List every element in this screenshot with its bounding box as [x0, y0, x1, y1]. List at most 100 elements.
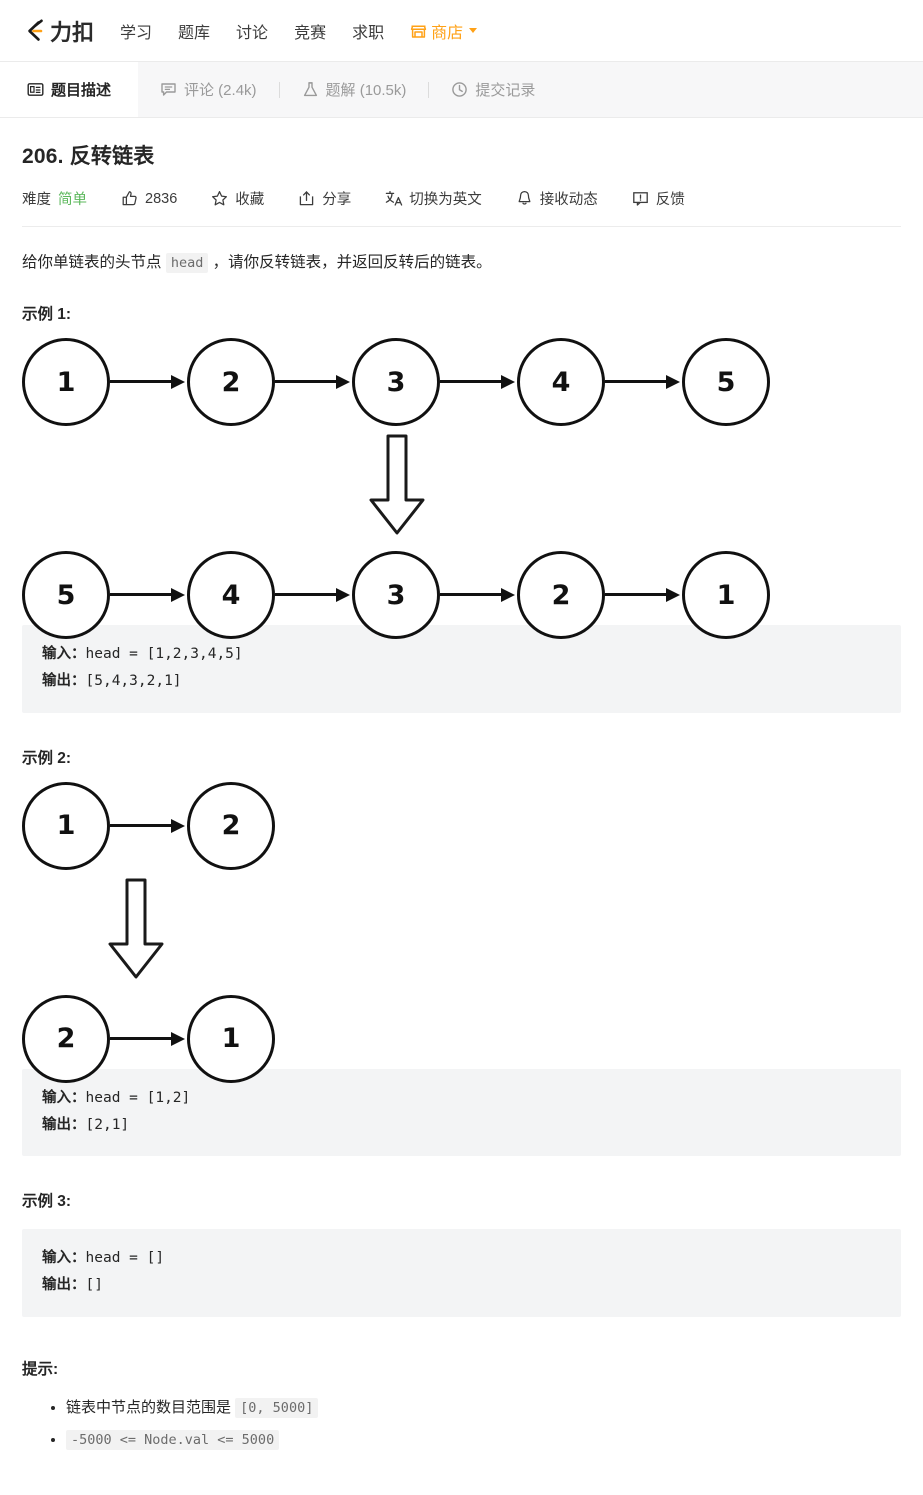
arrow-icon: [440, 588, 517, 603]
output-label: 输出：: [42, 1116, 86, 1133]
list-node: 4: [517, 338, 605, 427]
leetcode-logo-icon: [22, 18, 48, 44]
tab-comments-label: 评论 (2.4k): [184, 82, 257, 99]
input-value: head = [1,2]: [85, 1089, 191, 1106]
hint-code: -5000 <= Node.val <= 5000: [66, 1430, 280, 1450]
arrow-icon: [605, 588, 682, 603]
example-3-code-block: 输入：head = [] 输出：[]: [22, 1229, 901, 1317]
like-button[interactable]: 2836: [121, 190, 177, 207]
nav-items: 学习 题库 讨论 竞赛 求职 商店: [120, 19, 503, 43]
list-node: 2: [517, 551, 605, 640]
problem-description: 给你单链表的头节点 head ，请你反转链表，并返回反转后的链表。: [22, 249, 901, 276]
input-label: 输入：: [42, 646, 86, 663]
arrow-icon: [275, 588, 352, 603]
output-label: 输出：: [42, 672, 86, 689]
translate-label: 切换为英文: [409, 192, 482, 208]
subscribe-button[interactable]: 接收动态: [516, 188, 598, 209]
difficulty-label: 难度: [22, 192, 51, 208]
nav-item-discuss[interactable]: 讨论: [236, 24, 269, 42]
nav-item-contest[interactable]: 竞赛: [294, 24, 327, 42]
input-label: 输入：: [42, 1250, 86, 1267]
description-text-part2: ，请你反转链表，并返回反转后的链表。: [208, 254, 492, 271]
share-icon: [298, 190, 315, 207]
feedback-icon: [632, 190, 649, 207]
description-text-part1: 给你单链表的头节点: [22, 254, 166, 271]
list-node: 5: [682, 338, 770, 427]
favorite-label: 收藏: [235, 192, 265, 208]
example-1-heading: 示例 1:: [22, 306, 72, 324]
nav-item-store-label: 商店: [431, 24, 464, 42]
list-node: 2: [187, 338, 275, 427]
example-3-heading: 示例 3:: [22, 1193, 72, 1211]
list-node: 3: [352, 338, 440, 427]
list-item: 链表中节点的数目范围是 [0, 5000]: [66, 1393, 901, 1423]
example-1-diagram: 1 2 3 4 5 5 4 3 2 1: [22, 338, 901, 640]
hints-list: 链表中节点的数目范围是 [0, 5000] -5000 <= Node.val …: [22, 1393, 901, 1455]
clock-icon: [451, 81, 468, 98]
feedback-label: 反馈: [655, 192, 685, 208]
tab-description-label: 题目描述: [51, 82, 112, 99]
hints-heading: 提示:: [22, 1361, 59, 1378]
comment-icon: [160, 81, 177, 98]
inline-code-head: head: [165, 253, 209, 273]
nav-item-problems[interactable]: 题库: [178, 24, 211, 42]
site-logo[interactable]: 力扣: [22, 15, 94, 47]
tab-description[interactable]: 题目描述: [0, 62, 139, 117]
header-divider: [22, 226, 901, 227]
tab-bar: 题目描述 评论 (2.4k) 题解 (10.5k) 提交记录: [0, 62, 923, 118]
output-value: []: [85, 1277, 103, 1294]
tab-solutions-label: 题解 (10.5k): [325, 82, 407, 99]
linked-list-before: 1 2: [22, 781, 901, 870]
hint-code: [0, 5000]: [235, 1398, 319, 1418]
translate-icon: [385, 190, 403, 207]
nav-item-jobs[interactable]: 求职: [352, 24, 385, 42]
translate-button[interactable]: 切换为英文: [385, 188, 482, 209]
star-icon: [211, 190, 228, 207]
tab-separator: [428, 81, 430, 98]
tab-comments[interactable]: 评论 (2.4k): [138, 62, 279, 117]
top-navbar: 力扣 学习 题库 讨论 竞赛 求职 商店: [0, 0, 923, 62]
block-down-arrow-icon: [367, 434, 901, 541]
tab-solutions[interactable]: 题解 (10.5k): [280, 62, 429, 117]
example-1-code-block: 输入：head = [1,2,3,4,5] 输出：[5,4,3,2,1]: [22, 625, 901, 713]
nav-item-store[interactable]: 商店: [410, 19, 478, 43]
description-icon: [27, 81, 44, 98]
like-count: 2836: [145, 190, 178, 207]
problem-meta-row: 难度 简单 2836 收藏: [22, 188, 901, 209]
nav-item-study[interactable]: 学习: [120, 24, 153, 42]
page-title: 206. 反转链表: [22, 145, 155, 168]
tab-submissions[interactable]: 提交记录: [429, 62, 557, 117]
problem-content: 206. 反转链表 难度 简单 2836 收藏: [0, 140, 923, 1455]
bell-icon: [516, 190, 533, 207]
output-value: [5,4,3,2,1]: [85, 672, 182, 689]
list-node: 1: [682, 551, 770, 640]
share-button[interactable]: 分享: [298, 188, 351, 209]
input-label: 输入：: [42, 1089, 86, 1106]
arrow-icon: [110, 588, 187, 603]
difficulty-value: 简单: [58, 192, 87, 208]
list-node: 3: [352, 551, 440, 640]
tab-submissions-label: 提交记录: [475, 82, 536, 99]
linked-list-before: 1 2 3 4 5: [22, 338, 901, 427]
list-node: 5: [22, 551, 110, 640]
arrow-icon: [440, 375, 517, 390]
arrow-icon: [110, 375, 187, 390]
block-down-arrow-icon: [106, 878, 901, 985]
list-node: 2: [22, 994, 110, 1083]
input-value: head = []: [85, 1250, 165, 1267]
difficulty-block: 难度 简单: [22, 188, 87, 209]
list-item: -5000 <= Node.val <= 5000: [66, 1425, 901, 1455]
arrow-icon: [110, 818, 187, 833]
list-node: 1: [22, 338, 110, 427]
input-value: head = [1,2,3,4,5]: [85, 646, 243, 663]
example-2-code-block: 输入：head = [1,2] 输出：[2,1]: [22, 1068, 901, 1157]
linked-list-after: 2 1: [22, 994, 901, 1083]
flask-icon: [302, 81, 319, 98]
arrow-icon: [605, 375, 682, 390]
favorite-button[interactable]: 收藏: [211, 188, 264, 209]
feedback-button[interactable]: 反馈: [632, 188, 685, 209]
arrow-icon: [275, 375, 352, 390]
list-node: 2: [187, 781, 275, 870]
chevron-down-icon: [469, 28, 478, 33]
list-node: 4: [187, 551, 275, 640]
